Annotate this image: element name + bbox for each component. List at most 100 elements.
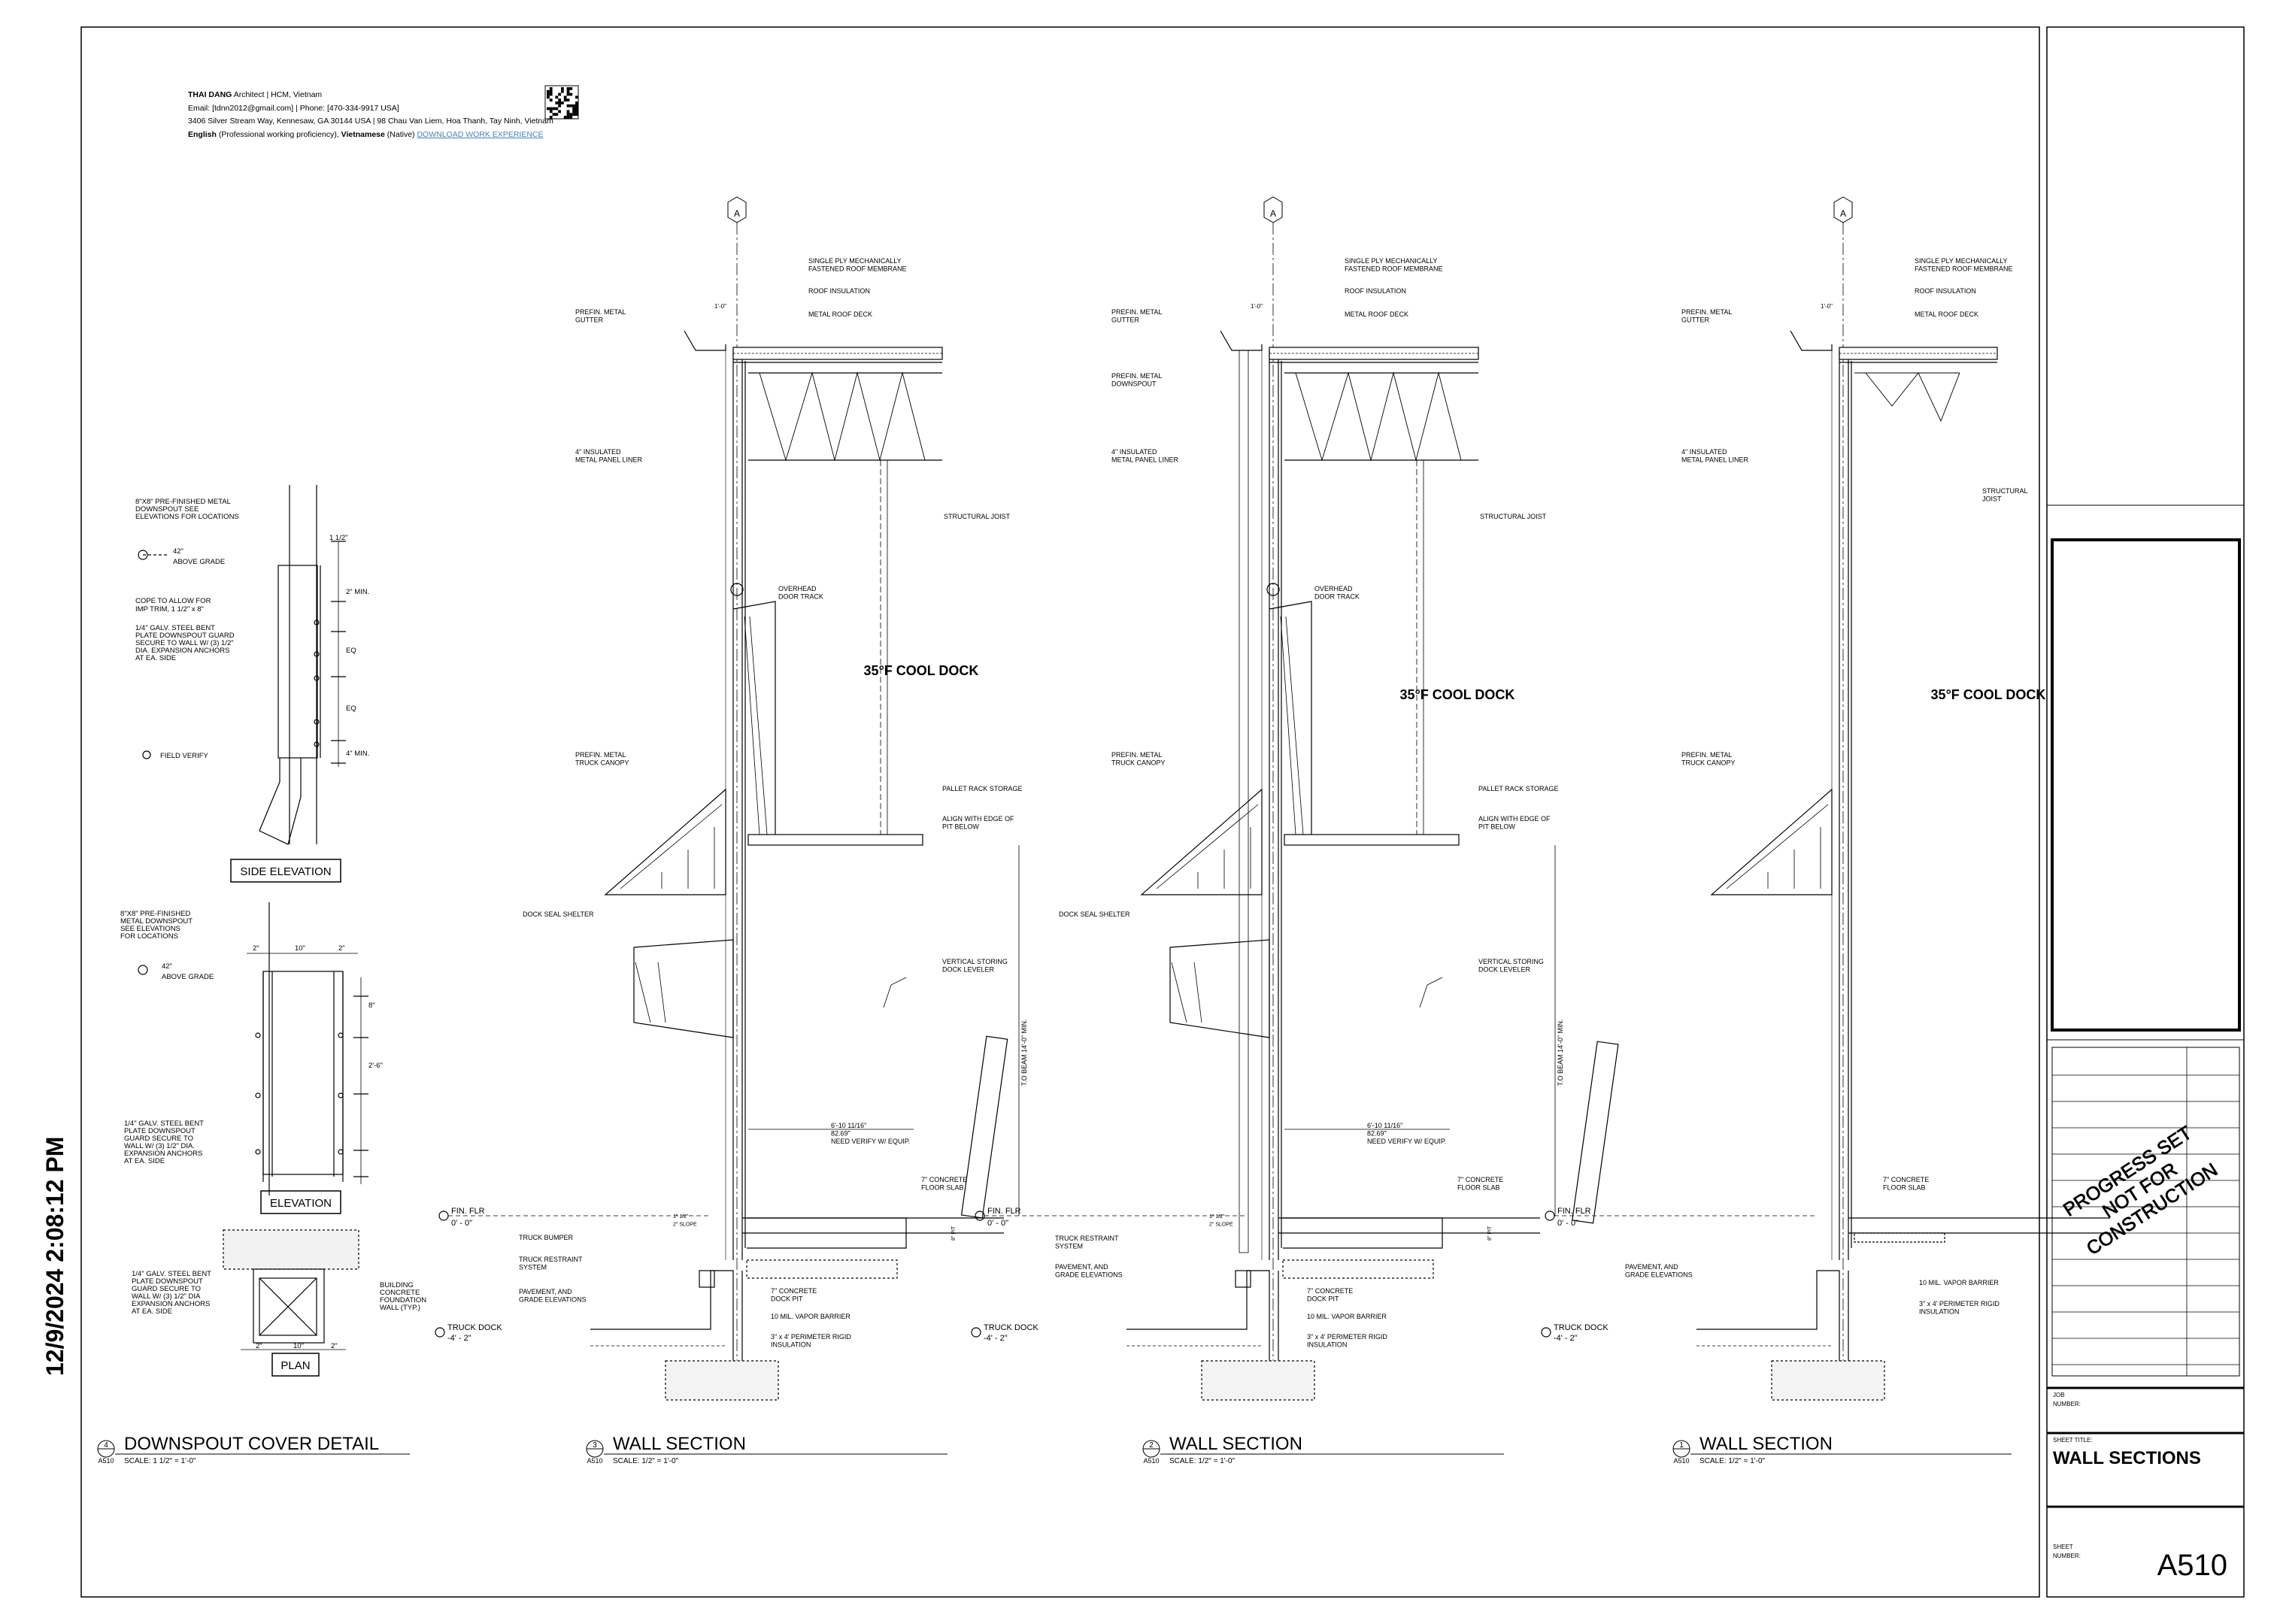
plan-label-box [271,1353,320,1377]
view-title-2-sheet: A510 [1143,1457,1159,1465]
wall-section-2-note-rack: PALLET RACK STORAGE [1478,785,1559,792]
wall-section-3-note-canopy: PREFIN. METAL [575,751,626,759]
wall-section-1-fin-flr-elev: 0' - 0" [1557,1219,1578,1228]
wall-section-2-slope-2: 2" SLOPE [1209,1223,1233,1228]
wall-section-3-note-dock-pit-2: DOCK PIT [771,1295,803,1303]
wall-section-3-dim-1-0: 1'-0" [714,303,726,310]
wall-section-1-note-liner-2: METAL PANEL LINER [1681,456,1749,464]
note-42-elev: 42" [162,962,172,971]
note-guard-b4: WALL W/ (3) 1/2" DIA. [124,1142,195,1150]
note-building: BUILDING [380,1281,414,1289]
wall-section-2-pit-dim-2: 82.69" [1367,1130,1387,1138]
wall-section-2-note-liner: 4" INSULATED [1111,448,1157,456]
wall-section-1-note-pavement: PAVEMENT, AND [1625,1263,1678,1271]
wall-section-2-note-gutter: PREFIN. METAL [1111,308,1162,316]
author-address: 3406 Silver Stream Way, Kennesaw, GA 301… [188,117,553,126]
detail-notes: 8"X8" PRE-FINISHED METAL DOWNSPOUT SEE E… [120,498,426,1350]
view-title-4-number: 4 [104,1441,108,1450]
stamp-box [2051,538,2241,1032]
wall-section-3-grid-label: A [734,208,740,219]
wall-section-3-note-leveler-2: DOCK LEVELER [942,966,995,974]
elevation-label-box [260,1190,341,1214]
print-timestamp: 12/9/2024 2:08:12 PM [41,1136,68,1376]
note-downspout-b2: METAL DOWNSPOUT [120,917,193,926]
wall-section-3-note-door-track: OVERHEAD [778,585,817,592]
note-building-3: FOUNDATION [380,1296,426,1304]
wall-section-2-note-restraint-2: SYSTEM [1055,1243,1083,1250]
wall-section-1-truck-dock: TRUCK DOCK [1554,1323,1608,1332]
wall-section-2-note-dock-seal: DOCK SEAL SHELTER [1059,910,1130,918]
downspout-cover-detail [138,485,368,1350]
dim-plan-10: 10" [293,1342,304,1350]
sheet-number: A510 [2157,1549,2227,1582]
wall-section-2-pit-dim-3: NEED VERIFY W/ EQUIP. [1367,1138,1446,1145]
wall-section-3-room-name: 35°F COOL DOCK [864,663,979,678]
wall-section-1 [1541,196,2110,1401]
wall-section-3-pit-dim-3: NEED VERIFY W/ EQUIP. [831,1138,910,1145]
wall-section-3-note-restraint: TRUCK RESTRAINT [519,1256,583,1263]
dim-2-left: 2" [253,944,259,953]
dim-2-6: 2'-6" [368,1062,383,1070]
note-guard-3: SECURE TO WALL W/ (3) 1/2" [135,639,234,647]
note-guard-b5: EXPANSION ANCHORS [124,1150,202,1158]
side-elevation-label-box [230,859,341,883]
note-guard-2: PLATE DOWNSPOUT GUARD [135,632,235,640]
wall-section-1-grid-label: A [1840,208,1846,219]
wall-section-1-note-joist-2: JOIST [1982,495,2002,503]
sheet-title-label: SHEET TITLE: [2053,1437,2093,1444]
wall-section-3-note-single-ply: SINGLE PLY MECHANICALLY [808,257,902,265]
note-guard-b2: PLATE DOWNSPOUT [124,1127,196,1135]
wall-section-2-note-downspout: PREFIN. METAL [1111,372,1162,380]
wall-section-3-note-pavement-2: GRADE ELEVATIONS [519,1296,587,1304]
wall-section-3-note-single-ply-2: FASTENED ROOF MEMBRANE [808,265,907,273]
author-role: Architect | HCM, Vietnam [233,90,323,99]
wall-section-1-note-rigid: 3" x 4' PERIMETER RIGID [1919,1300,2000,1307]
note-building-4: WALL (TYP.) [380,1304,420,1312]
wall-section-3-note-canopy-2: TRUCK CANOPY [575,759,629,767]
wall-section-2-note-canopy-2: TRUCK CANOPY [1111,759,1166,767]
sheet-number-label-2: NUMBER: [2053,1553,2081,1559]
wall-section-1-note-vapor: 10 MIL. VAPOR BARRIER [1919,1279,1999,1286]
view-title-2-number: 2 [1149,1441,1154,1450]
wall-section-3-note-restraint-2: SYSTEM [519,1264,547,1271]
wall-section-2-truck-dock: TRUCK DOCK [984,1323,1038,1332]
sheet-number-label: SHEET [2053,1544,2073,1550]
wall-section-3-note-door-track-2: DOOR TRACK [778,593,823,601]
dim-2-min: 2" MIN. [346,588,369,596]
wall-section-3-truck-dock: TRUCK DOCK [447,1323,502,1332]
elevation-label: ELEVATION [270,1197,332,1210]
wall-section-2-note-restraint: TRUCK RESTRAINT [1055,1235,1119,1242]
wall-section-1-note-canopy: PREFIN. METAL [1681,751,1732,759]
download-work-experience-link[interactable]: DOWNLOAD WORK EXPERIENCE [417,129,544,139]
wall-section-2-note-align-2: PIT BELOW [1478,823,1515,831]
wall-section-1-note-single-ply: SINGLE PLY MECHANICALLY [1915,257,2008,265]
note-above-grade-side: ABOVE GRADE [173,558,225,566]
wall-section-3-note-liner: 4" INSULATED [575,448,621,456]
wall-section-2-note-single-ply: SINGLE PLY MECHANICALLY [1345,257,1438,265]
note-downspout: 8"X8" PRE-FINISHED METAL [135,498,231,506]
wall-section-3-dim-beam: T.O BEAM 14'-0" MIN. [1020,1020,1028,1086]
wall-section-1-note-single-ply-2: FASTENED ROOF MEMBRANE [1915,265,2013,273]
view-title-2-scale: SCALE: 1/2" = 1'-0" [1169,1457,1236,1465]
view-title-3-sheet: A510 [587,1457,602,1465]
wall-section-3-note-dock-seal: DOCK SEAL SHELTER [523,910,594,918]
wall-section-3-note-joist: STRUCTURAL JOIST [944,513,1011,520]
sheet-title: WALL SECTIONS [2053,1448,2201,1468]
wall-section-2 [971,196,1619,1401]
dim-eq-1: EQ [346,647,356,655]
note-downspout-3: ELEVATIONS FOR LOCATIONS [135,513,239,521]
qr-code-icon [544,85,579,120]
wall-section-1-room-name: 35°F COOL DOCK [1931,687,2046,702]
wall-section-2-note-align: ALIGN WITH EDGE OF [1478,815,1551,823]
dim-4-min: 4" MIN. [346,750,369,758]
dim-plan-2-right: 2" [331,1342,338,1350]
wall-section-3-note-slab: 7" CONCRETE [921,1176,967,1183]
author-contact: Email: [tdnn2012@gmail.com] | Phone: [47… [188,103,399,113]
wall-section-3-note-liner-2: METAL PANEL LINER [575,456,643,464]
wall-section-3-note-metal-roof-deck: METAL ROOF DECK [808,311,872,318]
note-guard-b3: GUARD SECURE TO [124,1135,193,1143]
wall-section-2-dim-1-0: 1'-0" [1251,303,1263,310]
wall-section-3-note-rack: PALLET RACK STORAGE [942,785,1023,792]
wall-section-2-truck-dock-elev: -4' - 2" [984,1334,1008,1343]
